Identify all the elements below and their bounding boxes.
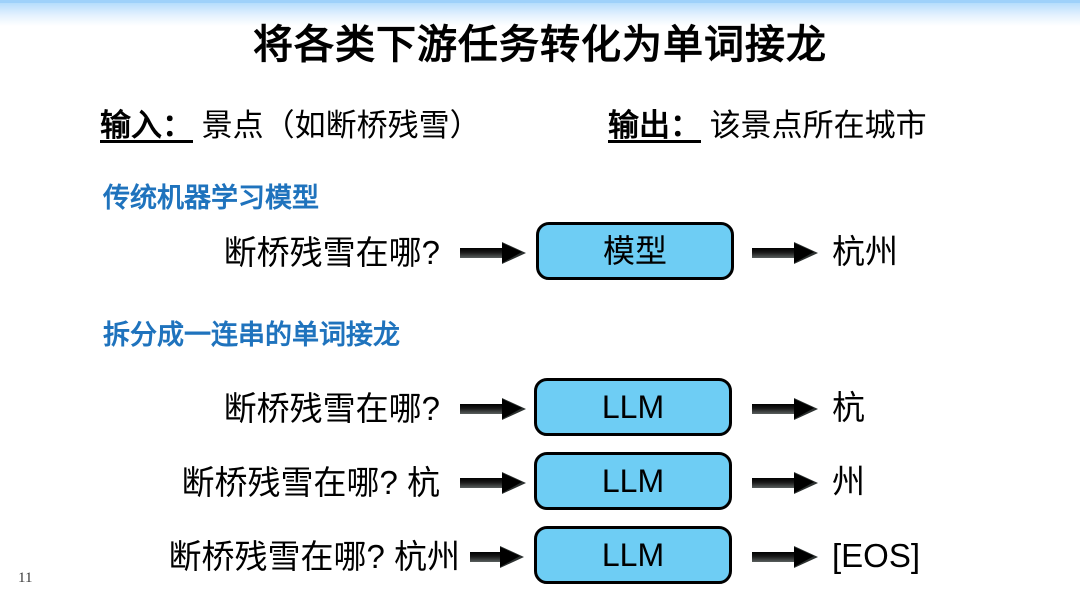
- flow-prompt: 断桥残雪在哪? 杭州: [168, 538, 460, 575]
- right-arrow-icon: [470, 546, 524, 568]
- top-gradient-band: [0, 0, 1080, 26]
- input-value: 景点（如断桥残雪）: [201, 108, 481, 143]
- right-arrow-icon: [752, 398, 818, 420]
- right-arrow-icon: [752, 472, 818, 494]
- right-arrow-icon: [752, 242, 818, 264]
- page-number: 11: [18, 570, 33, 586]
- model-box[interactable]: 模型: [536, 222, 734, 280]
- flow-row: 断桥残雪在哪? 模型 杭州: [0, 222, 1080, 284]
- output-value: 该景点所在城市: [709, 108, 927, 143]
- flow-output: [EOS]: [832, 537, 921, 574]
- section-heading-traditional-ml: 传统机器学习模型: [103, 183, 319, 213]
- flow-row: 断桥残雪在哪? 杭州 LLM [EOS]: [0, 526, 1080, 588]
- flow-output: 杭州: [832, 233, 898, 270]
- top-band-accent-line: [0, 0, 1080, 3]
- input-label: 输入：: [100, 108, 193, 143]
- section-heading-token-chain: 拆分成一连串的单词接龙: [103, 320, 400, 350]
- model-box[interactable]: LLM: [534, 526, 732, 584]
- flow-row: 断桥残雪在哪? 杭 LLM 州: [0, 452, 1080, 514]
- right-arrow-icon: [752, 546, 818, 568]
- flow-prompt: 断桥残雪在哪?: [223, 390, 440, 427]
- model-box[interactable]: LLM: [534, 378, 732, 436]
- flow-output: 杭: [832, 389, 865, 426]
- right-arrow-icon: [460, 398, 526, 420]
- flow-prompt: 断桥残雪在哪?: [223, 234, 440, 271]
- output-spec: 输出： 该景点所在城市: [608, 100, 927, 145]
- output-label: 输出：: [608, 108, 701, 143]
- right-arrow-icon: [460, 472, 526, 494]
- flow-output: 州: [832, 463, 865, 500]
- input-spec: 输入： 景点（如断桥残雪）: [100, 100, 481, 145]
- model-box[interactable]: LLM: [534, 452, 732, 510]
- right-arrow-icon: [460, 242, 526, 264]
- page-title: 将各类下游任务转化为单词接龙: [253, 23, 827, 67]
- flow-row: 断桥残雪在哪? LLM 杭: [0, 378, 1080, 440]
- io-specification: 输入： 景点（如断桥残雪） 输出： 该景点所在城市: [100, 100, 1000, 144]
- flow-prompt: 断桥残雪在哪? 杭: [181, 464, 440, 501]
